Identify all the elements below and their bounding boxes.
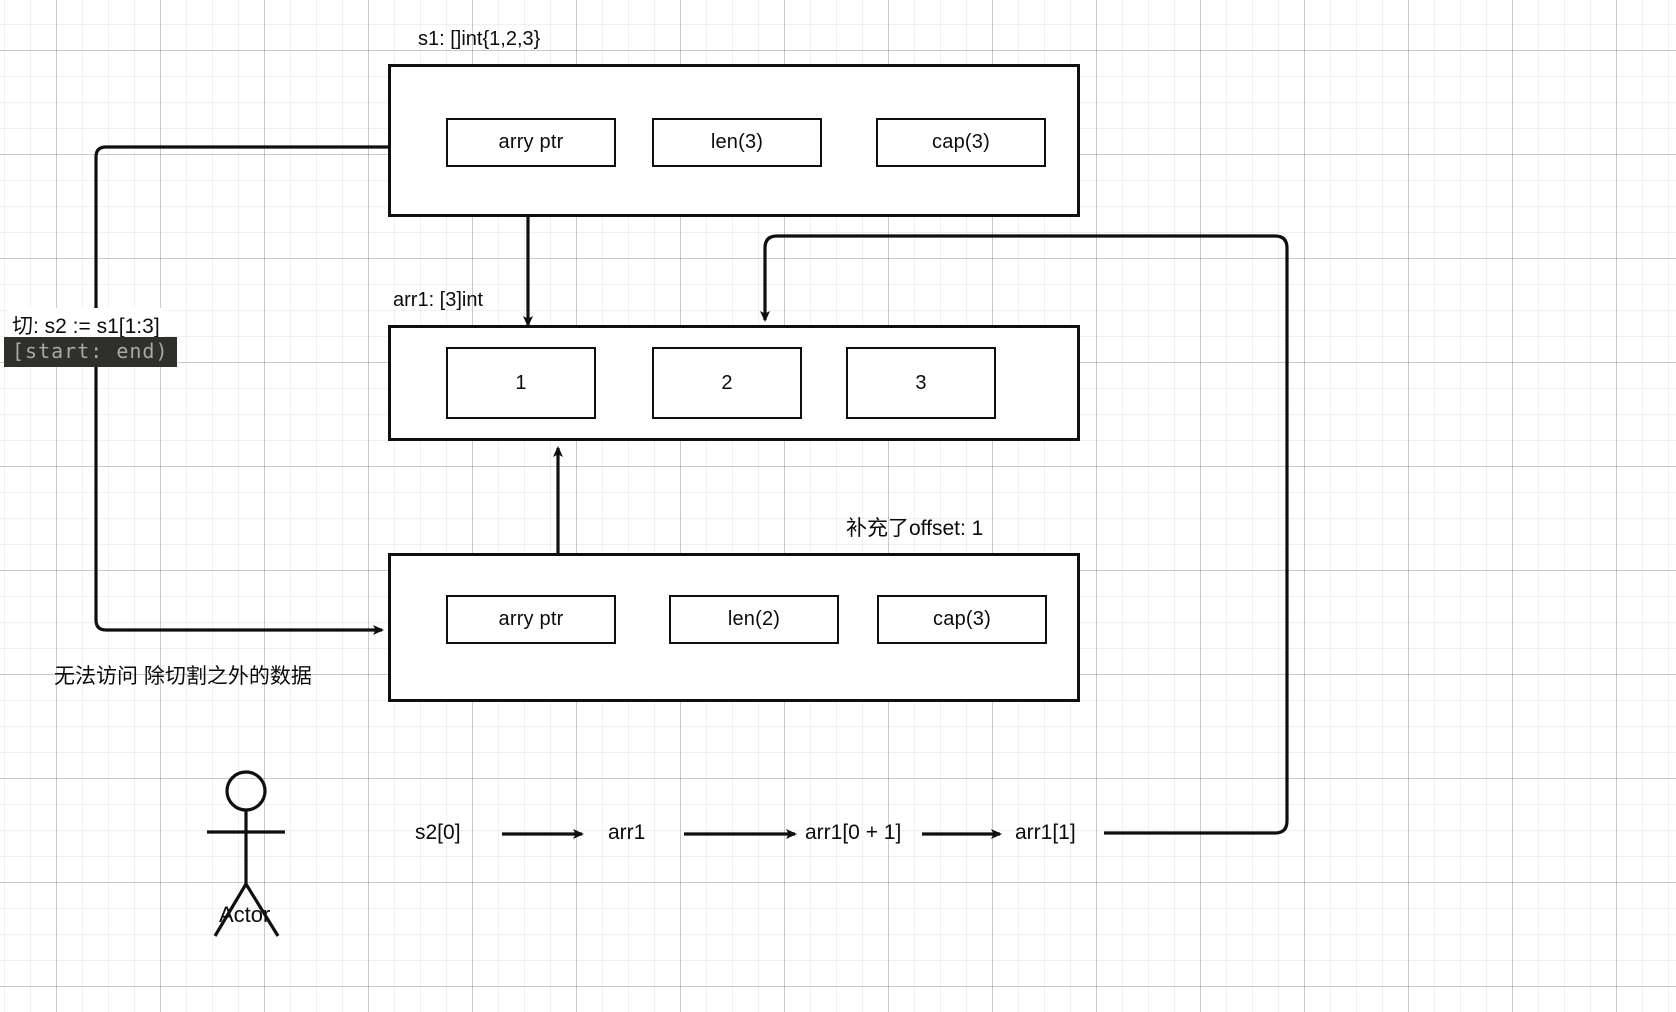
slice-s2-field-len[interactable]: len(2) [669, 595, 839, 644]
array-arr1-box: 1 2 3 [388, 325, 1080, 441]
chain-item-s2-index0: s2[0] [415, 821, 461, 844]
slice-expression-note: 切: s2 := s1[1:3] [8, 308, 164, 342]
slice-s1-field-cap[interactable]: cap(3) [876, 118, 1046, 167]
array-arr1-element-0[interactable]: 1 [446, 347, 596, 419]
slice-s2-field-cap[interactable]: cap(3) [877, 595, 1047, 644]
slice-s2-caption: 补充了offset: 1 [846, 517, 984, 540]
slice-s1-field-len[interactable]: len(3) [652, 118, 822, 167]
array-arr1-element-1[interactable]: 2 [652, 347, 802, 419]
slice-s2-field-arry-ptr[interactable]: arry ptr [446, 595, 616, 644]
chain-item-arr1-index1: arr1[1] [1015, 821, 1076, 844]
slice-s1-field-arry-ptr[interactable]: arry ptr [446, 118, 616, 167]
slice-s2-box: arry ptr len(2) cap(3) [388, 553, 1080, 702]
chain-item-arr1-offset: arr1[0 + 1] [805, 821, 902, 844]
actor-label: Actor [219, 902, 271, 927]
slice-s1-caption: s1: []int{1,2,3} [418, 28, 541, 50]
array-arr1-caption: arr1: [3]int [393, 289, 484, 311]
connector-s1-to-s2 [94, 145, 388, 635]
range-notation-note: [start: end) [4, 337, 177, 367]
chain-item-arr1: arr1 [608, 821, 646, 844]
no-access-note: 无法访问 除切割之外的数据 [54, 665, 312, 688]
array-arr1-element-2[interactable]: 3 [846, 347, 996, 419]
slice-s1-box: arry ptr len(3) cap(3) [388, 64, 1080, 217]
